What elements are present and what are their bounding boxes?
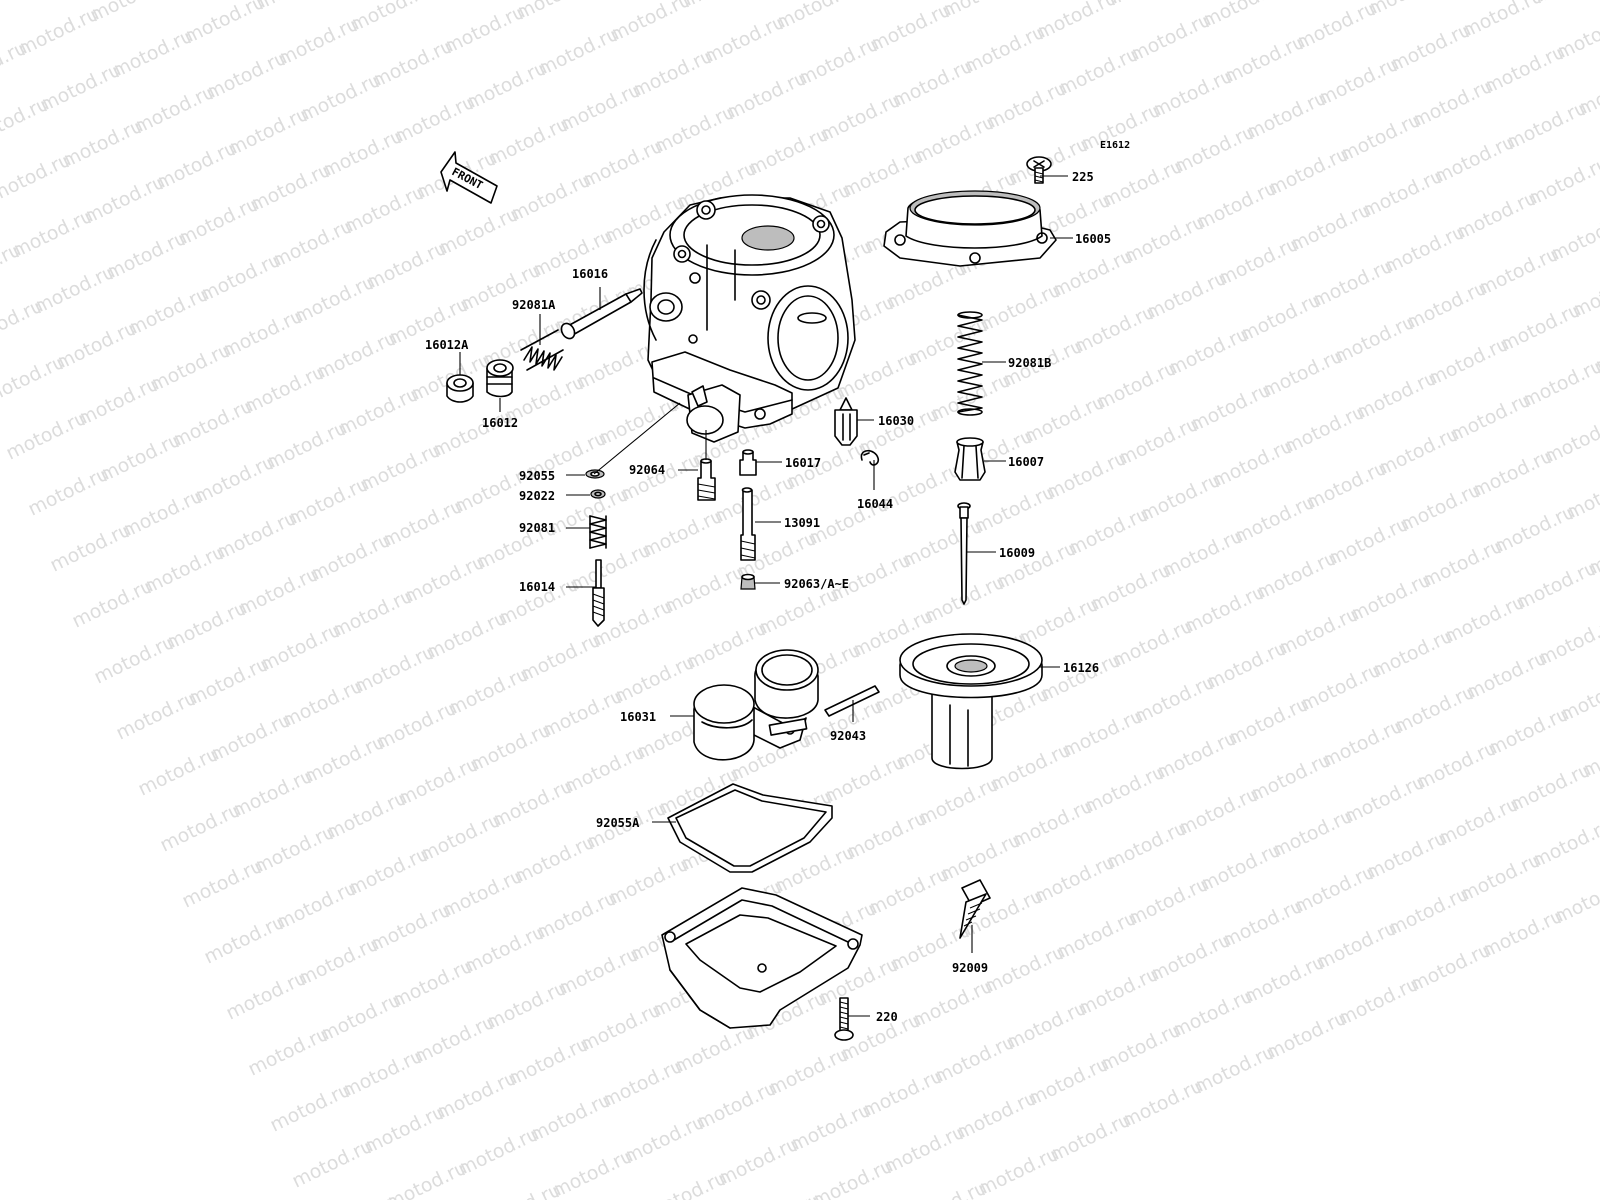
- callout-92081b: 92081B: [1008, 356, 1051, 370]
- vacuum-piston-16126-illustration: [899, 633, 1043, 770]
- watermark-text: motod.ru: [1525, 153, 1600, 211]
- screw-220-illustration: [834, 997, 854, 1041]
- watermark-text: motod.ru: [1535, 613, 1600, 671]
- callout-16031: 16031: [620, 710, 656, 724]
- watermark-text: motod.ru: [0, 0, 9, 38]
- float-valve-16030-illustration: [834, 397, 858, 446]
- pilot-screw-illustration: [560, 288, 643, 340]
- watermark-text: motod.ru: [1033, 0, 1121, 44]
- watermark-text: motod.ru: [1553, 7, 1600, 65]
- watermark-text: motod.ru: [1459, 0, 1547, 42]
- jet-16017-illustration: [739, 449, 757, 476]
- watermark-text: motod.ru: [1569, 265, 1600, 323]
- washer-92022-illustration: [590, 489, 606, 499]
- watermark-text: motod.ru: [1105, 0, 1193, 10]
- watermark-text: motod.ru: [679, 0, 767, 12]
- oring-92055-illustration: [585, 469, 605, 479]
- watermark-text: motod.ru: [1519, 355, 1600, 413]
- callout-16005: 16005: [1075, 232, 1111, 246]
- callout-92043: 92043: [830, 729, 866, 743]
- needle-jet-13091-illustration: [740, 487, 756, 561]
- watermark-text: motod.ru: [1557, 669, 1600, 727]
- cap-16012a-illustration: [446, 374, 474, 403]
- top-cover-16005-illustration: [883, 190, 1057, 267]
- spring-92081-illustration: [589, 515, 607, 549]
- watermark-text: motod.ru: [939, 0, 1027, 22]
- callout-16012a: 16012A: [425, 338, 469, 352]
- plug-16012-illustration: [486, 359, 514, 398]
- watermark-text: motod.ru: [1563, 467, 1600, 525]
- callout-92064: 92064: [629, 463, 665, 477]
- screw-92009-illustration: [959, 879, 991, 939]
- watermark-text: motod.ru: [253, 0, 341, 14]
- watermark-text: motod.ru: [607, 0, 695, 46]
- callout-16044: 16044: [857, 497, 893, 511]
- callout-92055: 92055: [519, 469, 555, 483]
- main-jet-92063-illustration: [740, 573, 756, 590]
- callout-16030: 16030: [878, 414, 914, 428]
- valve-clip-16044-illustration: [860, 449, 880, 466]
- gasket-92055a-illustration: [667, 783, 833, 873]
- callout-92081a: 92081A: [512, 298, 556, 312]
- watermark-text: motod.ru: [513, 0, 601, 24]
- watermark-text: motod.ru: [1199, 0, 1287, 32]
- watermark-text: motod.ru: [419, 0, 507, 2]
- carburetor-body-illustration: [643, 194, 856, 443]
- watermark-text: motod.ru: [1365, 0, 1453, 20]
- callout-16007: 16007: [1008, 455, 1044, 469]
- callout-16012: 16012: [482, 416, 518, 430]
- screw-225-illustration: [1026, 156, 1052, 184]
- callout-92009: 92009: [952, 961, 988, 975]
- callout-92055a: 92055A: [596, 816, 640, 830]
- watermark-text: motod.ru: [773, 0, 861, 34]
- watermark-text: motod.ru: [347, 0, 435, 36]
- jet-holder-92064-illustration: [697, 458, 716, 501]
- watermark-text: motod.ru: [1551, 871, 1600, 929]
- watermark-text: motod.ru: [1531, 0, 1600, 8]
- diagram-code: E1612: [1100, 140, 1130, 151]
- callout-92081: 92081: [519, 521, 555, 535]
- watermark-text: motod.ru: [1547, 209, 1600, 267]
- watermark-text: motod.ru: [1541, 411, 1600, 469]
- callout-16014: 16014: [519, 580, 555, 594]
- callout-16126: 16126: [1063, 661, 1099, 675]
- leader-lines: [459, 175, 1073, 1017]
- spring-92081b-illustration: [957, 311, 983, 416]
- callout-225: 225: [1072, 170, 1094, 184]
- callout-16009: 16009: [999, 546, 1035, 560]
- watermark-text: motod.ru: [1529, 815, 1600, 873]
- idle-screw-illustration: [592, 559, 605, 627]
- callout-16017: 16017: [785, 456, 821, 470]
- callout-labels: 225 16005 16016 92081A 16012A 16012 9208…: [425, 170, 1111, 1024]
- float-pin-92043-illustration: [824, 685, 880, 717]
- watermark-text: motod.ru: [87, 0, 175, 26]
- watermark-text: motod.ru: [0, 0, 81, 4]
- callout-92022: 92022: [519, 489, 555, 503]
- callout-92063: 92063/A~E: [784, 577, 849, 591]
- watermark-text: motod.ru: [181, 0, 269, 48]
- needle-holder-16007-illustration: [954, 437, 986, 481]
- jet-needle-16009-illustration: [957, 502, 971, 605]
- callout-16016: 16016: [572, 267, 608, 281]
- float-bowl-illustration: [661, 887, 863, 1029]
- float-16031-illustration: [693, 649, 819, 761]
- callout-220: 220: [876, 1010, 898, 1024]
- callout-13091: 13091: [784, 516, 820, 530]
